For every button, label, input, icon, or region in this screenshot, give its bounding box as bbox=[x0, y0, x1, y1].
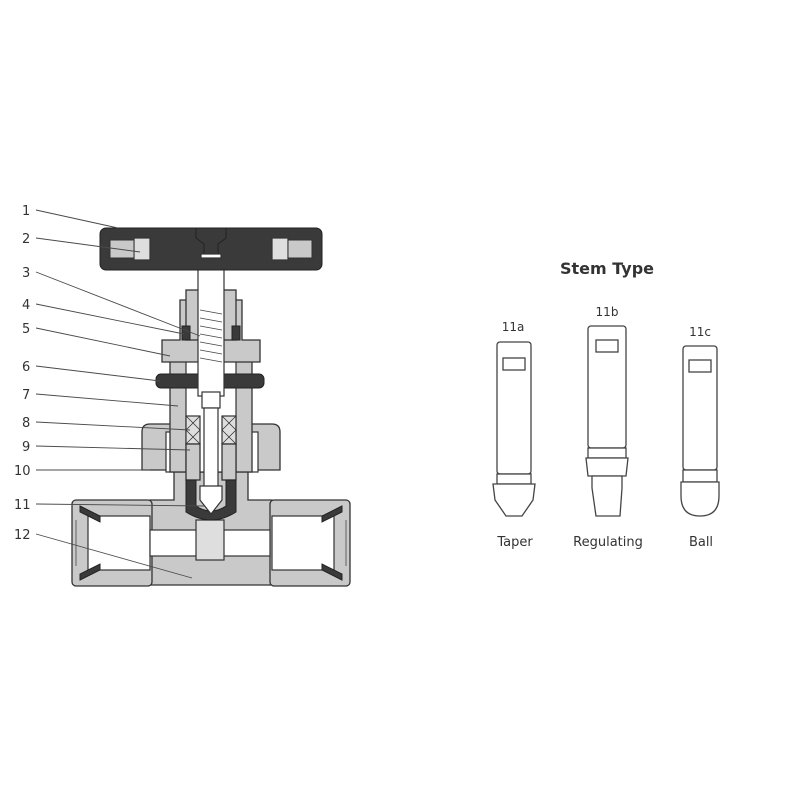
callout-5: 5 bbox=[22, 322, 30, 337]
stem-type-title: Stem Type bbox=[560, 259, 654, 278]
callout-1: 1 bbox=[22, 204, 30, 219]
callout-8: 8 bbox=[22, 416, 30, 431]
callout-3: 3 bbox=[22, 266, 30, 281]
stem-ball-id: 11c bbox=[689, 325, 711, 339]
stem-taper-id: 11a bbox=[502, 320, 525, 334]
callout-12: 12 bbox=[14, 528, 31, 543]
callout-10: 10 bbox=[14, 464, 31, 479]
stem-regulating-label: Regulating bbox=[573, 535, 643, 550]
callout-leaders bbox=[35, 209, 205, 579]
stem-ball: 11c Ball bbox=[680, 325, 720, 550]
stem-type-panel: Stem Type 11a Taper 11b Regulating 11c bbox=[492, 259, 720, 550]
stem-regulating: 11b Regulating bbox=[573, 305, 643, 550]
handle bbox=[99, 227, 323, 271]
stem-regulating-id: 11b bbox=[596, 305, 619, 319]
stem-tip bbox=[185, 479, 237, 521]
valve-body bbox=[71, 469, 351, 587]
callout-11: 11 bbox=[14, 498, 31, 513]
stem-ball-label: Ball bbox=[689, 535, 713, 550]
stem-thread-lines bbox=[199, 309, 223, 363]
callout-6: 6 bbox=[22, 360, 30, 375]
callout-9: 9 bbox=[22, 440, 30, 455]
valve-cross-section: 1 2 3 4 5 6 7 8 9 10 11 12 bbox=[14, 204, 351, 587]
fitting-threads bbox=[75, 520, 347, 566]
callout-7: 7 bbox=[22, 388, 30, 403]
callout-2: 2 bbox=[22, 232, 30, 247]
stem bbox=[197, 255, 225, 493]
stem-taper: 11a Taper bbox=[492, 320, 536, 550]
callout-numbers: 1 2 3 4 5 6 7 8 9 10 11 12 bbox=[14, 204, 31, 543]
callout-4: 4 bbox=[22, 298, 30, 313]
stem-taper-label: Taper bbox=[496, 535, 533, 550]
